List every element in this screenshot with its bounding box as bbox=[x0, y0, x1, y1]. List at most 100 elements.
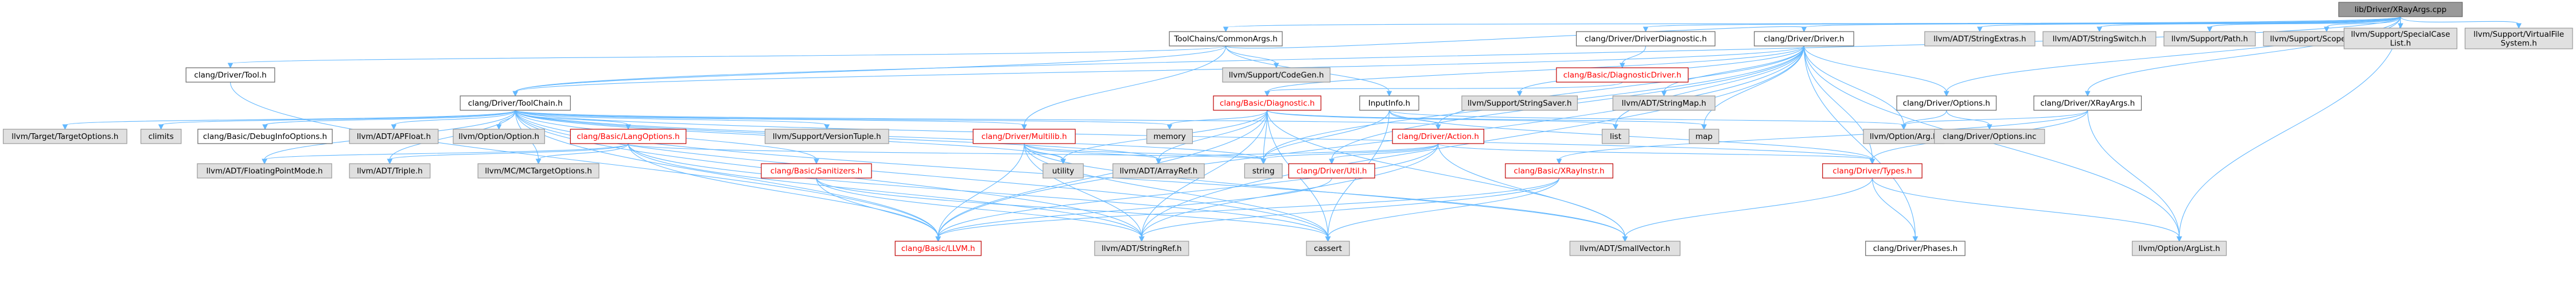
include-edge-arrowhead bbox=[1869, 159, 1875, 165]
include-edge-arrowhead bbox=[1516, 91, 1523, 97]
node-clang-driver-toolchain[interactable]: clang/Driver/ToolChain.h bbox=[460, 95, 571, 111]
node-clang-driver-phases[interactable]: clang/Driver/Phases.h bbox=[1865, 241, 1966, 256]
node-label: clang/Basic/Sanitizers.h bbox=[771, 167, 862, 176]
node-clang-basic-debuginfooptions[interactable]: clang/Basic/DebugInfoOptions.h bbox=[197, 129, 333, 144]
node-box bbox=[1575, 31, 1715, 47]
node-llvm-support-stringsaver: llvm/Support/StringSaver.h bbox=[1461, 95, 1578, 111]
include-edge-arrowhead bbox=[1166, 124, 1173, 130]
node-box bbox=[570, 129, 687, 144]
node-box bbox=[1569, 241, 1681, 256]
include-edge-arrowhead bbox=[387, 159, 393, 165]
node-root[interactable]: lib/Driver/XRayArgs.cpp bbox=[2338, 2, 2463, 17]
node-box bbox=[1222, 67, 1330, 83]
node-box bbox=[2464, 28, 2573, 49]
node-clang-driver-driverdiagnostic[interactable]: clang/Driver/DriverDiagnostic.h bbox=[1575, 31, 1715, 47]
node-box bbox=[1896, 95, 1997, 111]
node-clang-basic-llvm[interactable]: clang/Basic/LLVM.h bbox=[894, 241, 982, 256]
include-edge-arrowhead bbox=[496, 124, 502, 130]
include-edge-clang_driver_driver-to-llvm_adt_stringmap bbox=[1663, 45, 1804, 92]
node-clang-driver-multilib[interactable]: clang/Driver/Multilib.h bbox=[972, 129, 1076, 144]
node-clang-driver-types[interactable]: clang/Driver/Types.h bbox=[1822, 163, 1923, 179]
include-edge-clang_basic_xrayinstr-to-clang_basic_llvm bbox=[937, 177, 1560, 238]
node-clang-basic-sanitizers[interactable]: clang/Basic/Sanitizers.h bbox=[761, 163, 872, 179]
node-clang-basic-xrayinstr[interactable]: clang/Basic/XRayInstr.h bbox=[1505, 163, 1613, 179]
include-edge-arrowhead bbox=[1643, 26, 1649, 33]
node-clang-basic-langoptions[interactable]: clang/Basic/LangOptions.h bbox=[570, 129, 687, 144]
include-edge-clang_driver_toolchain-to-clang_driver_multilib bbox=[515, 110, 1025, 126]
node-box bbox=[1688, 129, 1719, 144]
include-edge-clang_driver_toolchain-to-climits bbox=[161, 110, 516, 126]
include-edge-clang_basic_sanitizers-to-llvm_adt_stringref bbox=[816, 177, 1142, 238]
include-edge-arrowhead bbox=[2398, 23, 2403, 29]
include-edge-root-to-toolchains_commonargs bbox=[1225, 16, 2401, 28]
node-llvm-support-versiontuple: llvm/Support/VersionTuple.h bbox=[764, 129, 889, 144]
node-label: clang/Basic/LLVM.h bbox=[901, 244, 975, 253]
node-label: clang/Driver/ToolChain.h bbox=[468, 99, 563, 108]
node-toolchains-commonargs[interactable]: ToolChains/CommonArgs.h bbox=[1169, 31, 1283, 47]
node-clang-basic-diagnosticdriver[interactable]: clang/Basic/DiagnosticDriver.h bbox=[1556, 67, 1689, 83]
node-clang-driver-action[interactable]: clang/Driver/Action.h bbox=[1392, 129, 1484, 144]
node-label: lib/Driver/XRayArgs.cpp bbox=[2355, 5, 2446, 14]
node-llvm-option-arglist: llvm/Option/ArgList.h bbox=[2131, 241, 2227, 256]
include-edge-arrowhead bbox=[814, 159, 819, 165]
include-edge-clang_driver_multilib-to-llvm_adt_stringref bbox=[1024, 143, 1142, 238]
node-label: clang/Driver/XRayArgs.h bbox=[2040, 99, 2135, 108]
node-box bbox=[460, 95, 571, 111]
node-box bbox=[1146, 129, 1193, 144]
node-label: climits bbox=[149, 132, 174, 141]
node-box bbox=[894, 241, 982, 256]
include-edge-clang_driver_toolchain-to-llvm_target_targetoptions bbox=[64, 110, 516, 126]
include-edge-toolchains_commonargs-to-clang_driver_toolchain bbox=[515, 45, 1227, 92]
include-edge-arrowhead bbox=[1661, 91, 1667, 97]
node-box bbox=[349, 163, 431, 179]
node-clang-basic-diagnostic[interactable]: clang/Basic/Diagnostic.h bbox=[1213, 95, 1322, 111]
include-edge-clang_driver_xrayargs-to-llvm_option_arg bbox=[1903, 110, 2088, 126]
include-edge-clang_driver_driver-to-map bbox=[1703, 45, 1804, 126]
include-edge-clang_driver_toolchain-to-clang_basic_debuginfooptions bbox=[264, 110, 516, 126]
include-edge-clang_basic_langoptions-to-cassert bbox=[628, 143, 1329, 238]
node-label: clang/Basic/DebugInfoOptions.h bbox=[203, 132, 327, 141]
node-label: string bbox=[1252, 167, 1275, 176]
include-edge-root-to-llvm_option_arglist bbox=[2178, 16, 2401, 238]
node-clang-driver-tool[interactable]: clang/Driver/Tool.h bbox=[185, 67, 275, 83]
node-box bbox=[1288, 163, 1375, 179]
node-label: llvm/Option/Arg.h bbox=[1870, 132, 1938, 141]
include-edge-clang_driver_action-to-llvm_adt_arrayref bbox=[1158, 143, 1439, 160]
include-edge-arrowhead bbox=[1901, 124, 1907, 130]
include-edge-clang_driver_tool-to-clang_basic_llvm bbox=[229, 82, 939, 238]
node-clang-driver-driver[interactable]: clang/Driver/Driver.h bbox=[1754, 31, 1854, 47]
include-edge-arrowhead bbox=[1329, 159, 1334, 165]
include-edge-arrowhead bbox=[1021, 124, 1027, 130]
node-clang-driver-xrayargs[interactable]: clang/Driver/XRayArgs.h bbox=[2033, 95, 2142, 111]
include-edge-clang_driver_multilib-to-utility bbox=[1024, 143, 1064, 160]
include-edge-clang_basic_langoptions-to-clang_basic_llvm bbox=[628, 143, 939, 238]
include-edge-toolchains_commonargs-to-llvm_support_codegen bbox=[1225, 45, 1277, 64]
node-clang-driver-options[interactable]: clang/Driver/Options.h bbox=[1896, 95, 1997, 111]
include-edge-arrowhead bbox=[391, 124, 397, 130]
include-edge-clang_driver_toolchain-to-llvm_adt_triple bbox=[389, 110, 516, 160]
node-llvm-option-option: llvm/Option/Option.h bbox=[453, 129, 545, 144]
node-inputinfo[interactable]: InputInfo.h bbox=[1359, 95, 1419, 111]
include-edge-clang_driver_driver-to-clang_driver_action bbox=[1438, 45, 1804, 126]
node-label: memory bbox=[1153, 132, 1185, 141]
node-box bbox=[1754, 31, 1854, 47]
include-edge-root-to-clang_driver_driver bbox=[1803, 16, 2401, 28]
include-edge-clang_driver_options-to-llvm_option_arg bbox=[1903, 110, 1947, 126]
node-label: llvm/Support/VersionTuple.h bbox=[773, 132, 881, 141]
include-edge-arrowhead bbox=[1386, 91, 1392, 97]
include-edge-arrowhead bbox=[1622, 236, 1628, 242]
include-edge-clang_driver_toolchain-to-memory bbox=[515, 110, 1170, 126]
include-edge-arrowhead bbox=[1435, 124, 1441, 130]
include-edge-clang_driver_toolchain-to-llvm_adt_apfloat bbox=[393, 110, 516, 126]
node-label: clang/Basic/Diagnostic.h bbox=[1220, 99, 1315, 108]
node-clang-driver-util[interactable]: clang/Driver/Util.h bbox=[1288, 163, 1375, 179]
include-edge-arrowhead bbox=[512, 91, 519, 97]
include-edge-inputinfo-to-clang_driver_types bbox=[1388, 110, 1873, 160]
node-label: InputInfo.h bbox=[1368, 99, 1410, 108]
node-box bbox=[2131, 241, 2227, 256]
include-edge-arrowhead bbox=[1060, 159, 1066, 165]
node-box bbox=[1556, 67, 1689, 83]
include-edge-arrowhead bbox=[824, 124, 830, 130]
